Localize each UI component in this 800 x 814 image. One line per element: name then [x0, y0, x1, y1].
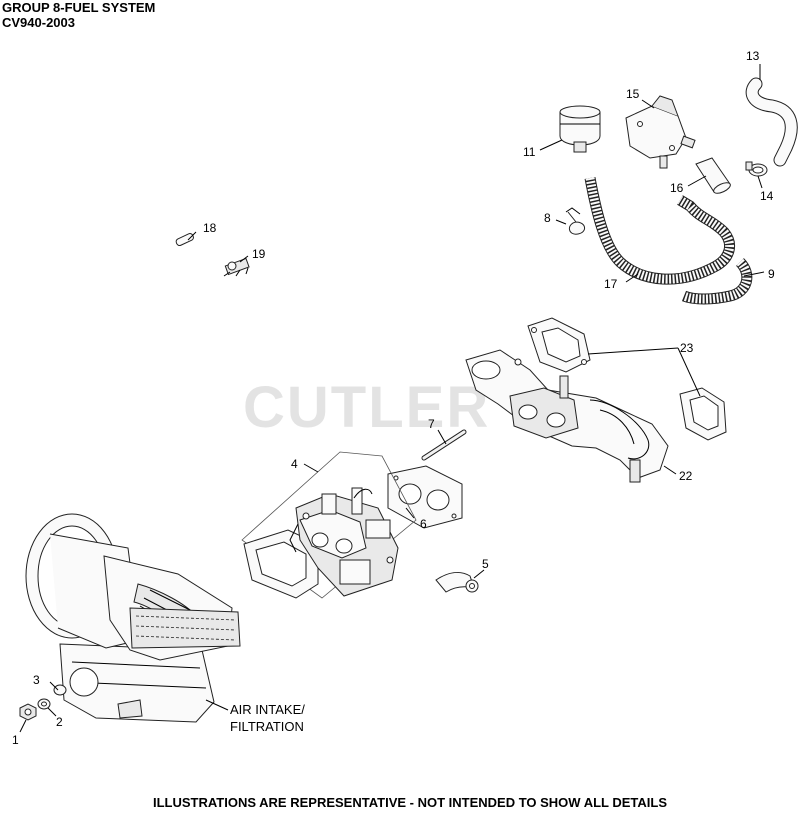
- leader-lines: [19, 64, 765, 733]
- callout-18: 18: [203, 221, 217, 235]
- callout-4: 4: [291, 457, 298, 471]
- part-23-gasket-lower[interactable]: [679, 387, 727, 441]
- part-17-fuel-line[interactable]: [584, 176, 736, 285]
- callout-13: 13: [746, 49, 760, 63]
- callout-8: 8: [544, 211, 551, 225]
- callout-9: 9: [768, 267, 775, 281]
- part-11-fuel-filter[interactable]: [559, 105, 601, 153]
- callout-7: 7: [428, 417, 435, 431]
- part-23-gasket-upper[interactable]: [527, 317, 591, 373]
- callout-6: 6: [420, 517, 427, 531]
- callout-14: 14: [760, 189, 774, 203]
- part-19-fitting[interactable]: [223, 257, 250, 277]
- footer-disclaimer: ILLUSTRATIONS ARE REPRESENTATIVE - NOT I…: [153, 795, 667, 810]
- part-16-fuel-hose-short[interactable]: [695, 157, 732, 195]
- diagram-group-title: GROUP 8-FUEL SYSTEM: [2, 0, 156, 15]
- diagram-model-number: CV940-2003: [2, 15, 75, 30]
- callout-2: 2: [56, 715, 63, 729]
- air-intake-label-line2: FILTRATION: [230, 719, 304, 734]
- part-15-fuel-pump[interactable]: [625, 95, 696, 169]
- callout-23: 23: [680, 341, 694, 355]
- part-18-pin[interactable]: [175, 233, 194, 247]
- callout-19: 19: [252, 247, 266, 261]
- callout-17: 17: [604, 277, 618, 291]
- callout-5: 5: [482, 557, 489, 571]
- part-5-elbow-fitting[interactable]: [435, 572, 479, 593]
- part-14-hose-clamp[interactable]: [745, 161, 768, 177]
- watermark-text: CUTLER: [243, 375, 490, 440]
- part-13-hose[interactable]: [745, 77, 798, 167]
- callout-numbers: 13 15 11 14 16 8 9 17 18 19 23 22 7 4 6 …: [12, 49, 775, 747]
- part-7-stud[interactable]: [421, 429, 467, 461]
- part-8-clamp[interactable]: [565, 207, 585, 235]
- air-intake-label-line1: AIR INTAKE/: [230, 702, 305, 717]
- part-2-washer[interactable]: [37, 698, 51, 710]
- callout-1: 1: [12, 733, 19, 747]
- air-intake-filtration-assembly[interactable]: [25, 513, 241, 723]
- callout-22: 22: [679, 469, 693, 483]
- part-22-intake-manifold[interactable]: [465, 349, 669, 483]
- part-9-corrugated-hose[interactable]: [681, 258, 753, 305]
- part-4-carburetor-assembly[interactable]: [241, 451, 417, 599]
- callout-15: 15: [626, 87, 640, 101]
- callout-11: 11: [523, 145, 536, 159]
- callout-3: 3: [33, 673, 40, 687]
- callout-16: 16: [670, 181, 684, 195]
- part-1-nut[interactable]: [19, 703, 37, 721]
